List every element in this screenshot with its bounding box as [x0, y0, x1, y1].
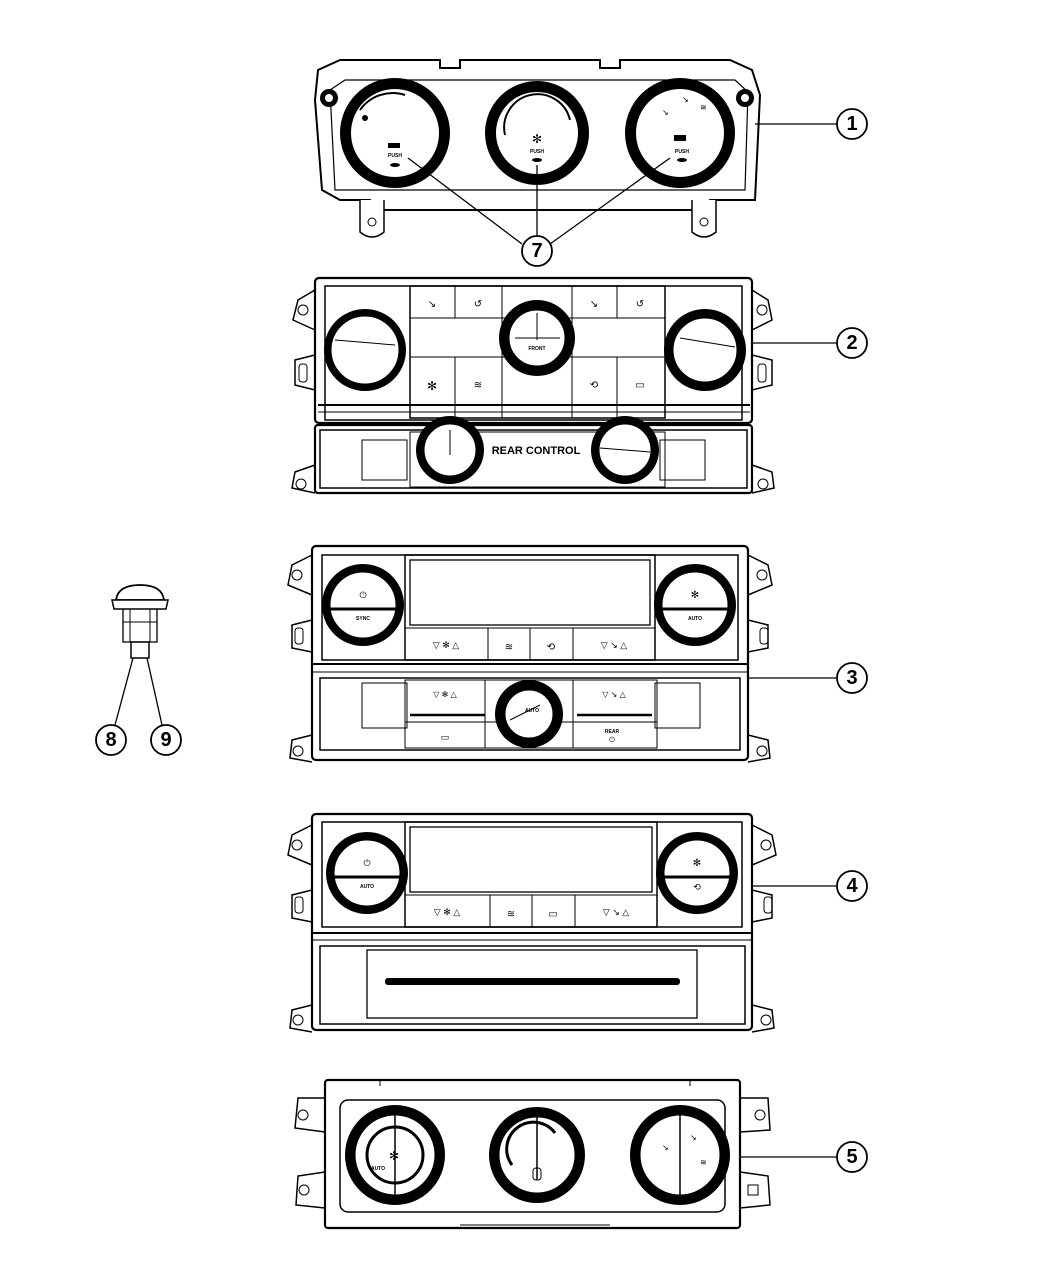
recirculation-icon: ⟲: [693, 882, 701, 892]
fan-speed-buttons: ▽ ✻ △: [433, 640, 459, 650]
auto-knob: ✻ AUTO: [654, 564, 736, 646]
rear-fan-buttons: ▽ ✻ △: [433, 690, 457, 699]
floor-icon: ↘: [590, 299, 598, 310]
rear-defrost-icon: ▭: [441, 732, 450, 742]
vent-icon: ↺: [474, 299, 482, 310]
auto-temperature-knob: ✻ AUTO: [345, 1105, 445, 1205]
vent-icon: ↘: [662, 108, 669, 117]
rear-control-label: REAR CONTROL: [492, 445, 581, 457]
ac-recirculation-knob: ✻ ⟲: [656, 832, 738, 914]
mode-knob: ↘ ↘ ≋ PUSH: [625, 78, 735, 188]
sync-label: SYNC: [356, 616, 370, 622]
floor-icon: ↘: [428, 299, 436, 310]
rear-power-icon: ⏻: [609, 736, 615, 744]
control-panel-5: ✻ AUTO ↘ ↘ ≋ 5: [294, 1078, 868, 1230]
push-label: PUSH: [530, 149, 544, 155]
callout-8: 8: [105, 729, 116, 751]
left-temperature-knob: [324, 309, 406, 391]
defrost-icon: ≋: [505, 642, 513, 653]
control-panel-2: ↘ ↺ ↘ ↺ ✻ ≋ ⟲ ▭ FRONT: [291, 276, 868, 495]
callout-4: 4: [846, 875, 858, 897]
fan-speed-buttons: ▽ ✻ △: [434, 907, 460, 917]
rear-auto-knob: AUTO: [495, 680, 563, 748]
callout-3: 3: [846, 667, 857, 689]
ac-icon: ✻: [691, 590, 699, 601]
power-icon: ⏻: [363, 858, 370, 868]
control-panel-3: ▽ ✻ △ ≋ ⟲ ▽ ↘ △ ⏻ SYNC ✻ AUTO ▽ ✻ △ ▽: [287, 544, 868, 763]
temperature-knob: PUSH: [340, 78, 450, 188]
push-label: PUSH: [388, 153, 402, 159]
auto-label: AUTO: [360, 884, 374, 890]
rear-defrost-icon: ▭: [635, 380, 644, 391]
mode-buttons: ▽ ↘ △: [601, 640, 627, 650]
control-panel-4: ▽ ✻ △ ≋ ▭ ▽ ↘ △ ⏻ AUTO ✻ ⟲ 4: [287, 812, 868, 1033]
defrost-icon: ≋: [700, 103, 707, 112]
push-label: PUSH: [675, 149, 689, 155]
fan-speed-knob: [489, 1107, 585, 1203]
rear-mode-buttons: ▽ ↘ △: [602, 690, 626, 699]
auto-label: AUTO: [371, 1166, 385, 1172]
vent-icon: ↺: [636, 299, 644, 310]
mode-knob: ↘ ↘ ≋: [630, 1105, 730, 1205]
vent-icon: ↘: [690, 1133, 697, 1142]
floor-icon: ↘: [682, 95, 689, 104]
callout-7: 7: [531, 240, 542, 262]
center-mode-knob: FRONT: [499, 300, 575, 376]
callout-2: 2: [846, 332, 857, 354]
recirculation-icon: ⟲: [590, 380, 599, 391]
auto-knob: ⏻ AUTO: [326, 832, 408, 914]
callout-1: 1: [846, 113, 857, 135]
mode-buttons: ▽ ↘ △: [603, 907, 629, 917]
recirculation-icon: ⟲: [547, 642, 556, 653]
rear-fan-knob: [416, 416, 484, 484]
ac-icon: ✻: [427, 379, 437, 393]
fan-icon: ✻: [389, 1149, 399, 1163]
sync-knob: ⏻ SYNC: [322, 564, 404, 646]
front-label: FRONT: [528, 346, 545, 352]
defrost-icon: ≋: [474, 380, 482, 391]
callout-5: 5: [846, 1146, 857, 1168]
rear-temperature-knob: [591, 416, 659, 484]
right-temperature-knob: [664, 309, 746, 391]
auto-label: AUTO: [525, 708, 539, 714]
fan-speed-knob: ✻ PUSH: [485, 81, 589, 185]
rear-defrost-icon: ▭: [548, 909, 557, 920]
defrost-icon: ≋: [507, 909, 515, 920]
ac-icon: ✻: [693, 858, 701, 869]
control-panel-1: PUSH ✻ PUSH ↘ ↘ ≋ PUSH 1: [313, 59, 868, 267]
power-icon: ⏻: [359, 590, 366, 600]
fan-icon: ✻: [532, 132, 542, 146]
callout-9: 9: [160, 729, 171, 751]
auto-label: AUTO: [688, 616, 702, 622]
defrost-icon: ≋: [700, 1158, 707, 1167]
rear-label: REAR: [605, 729, 620, 735]
floor-icon: ↘: [662, 1143, 669, 1152]
bulb-and-socket: 8 9: [95, 584, 182, 756]
